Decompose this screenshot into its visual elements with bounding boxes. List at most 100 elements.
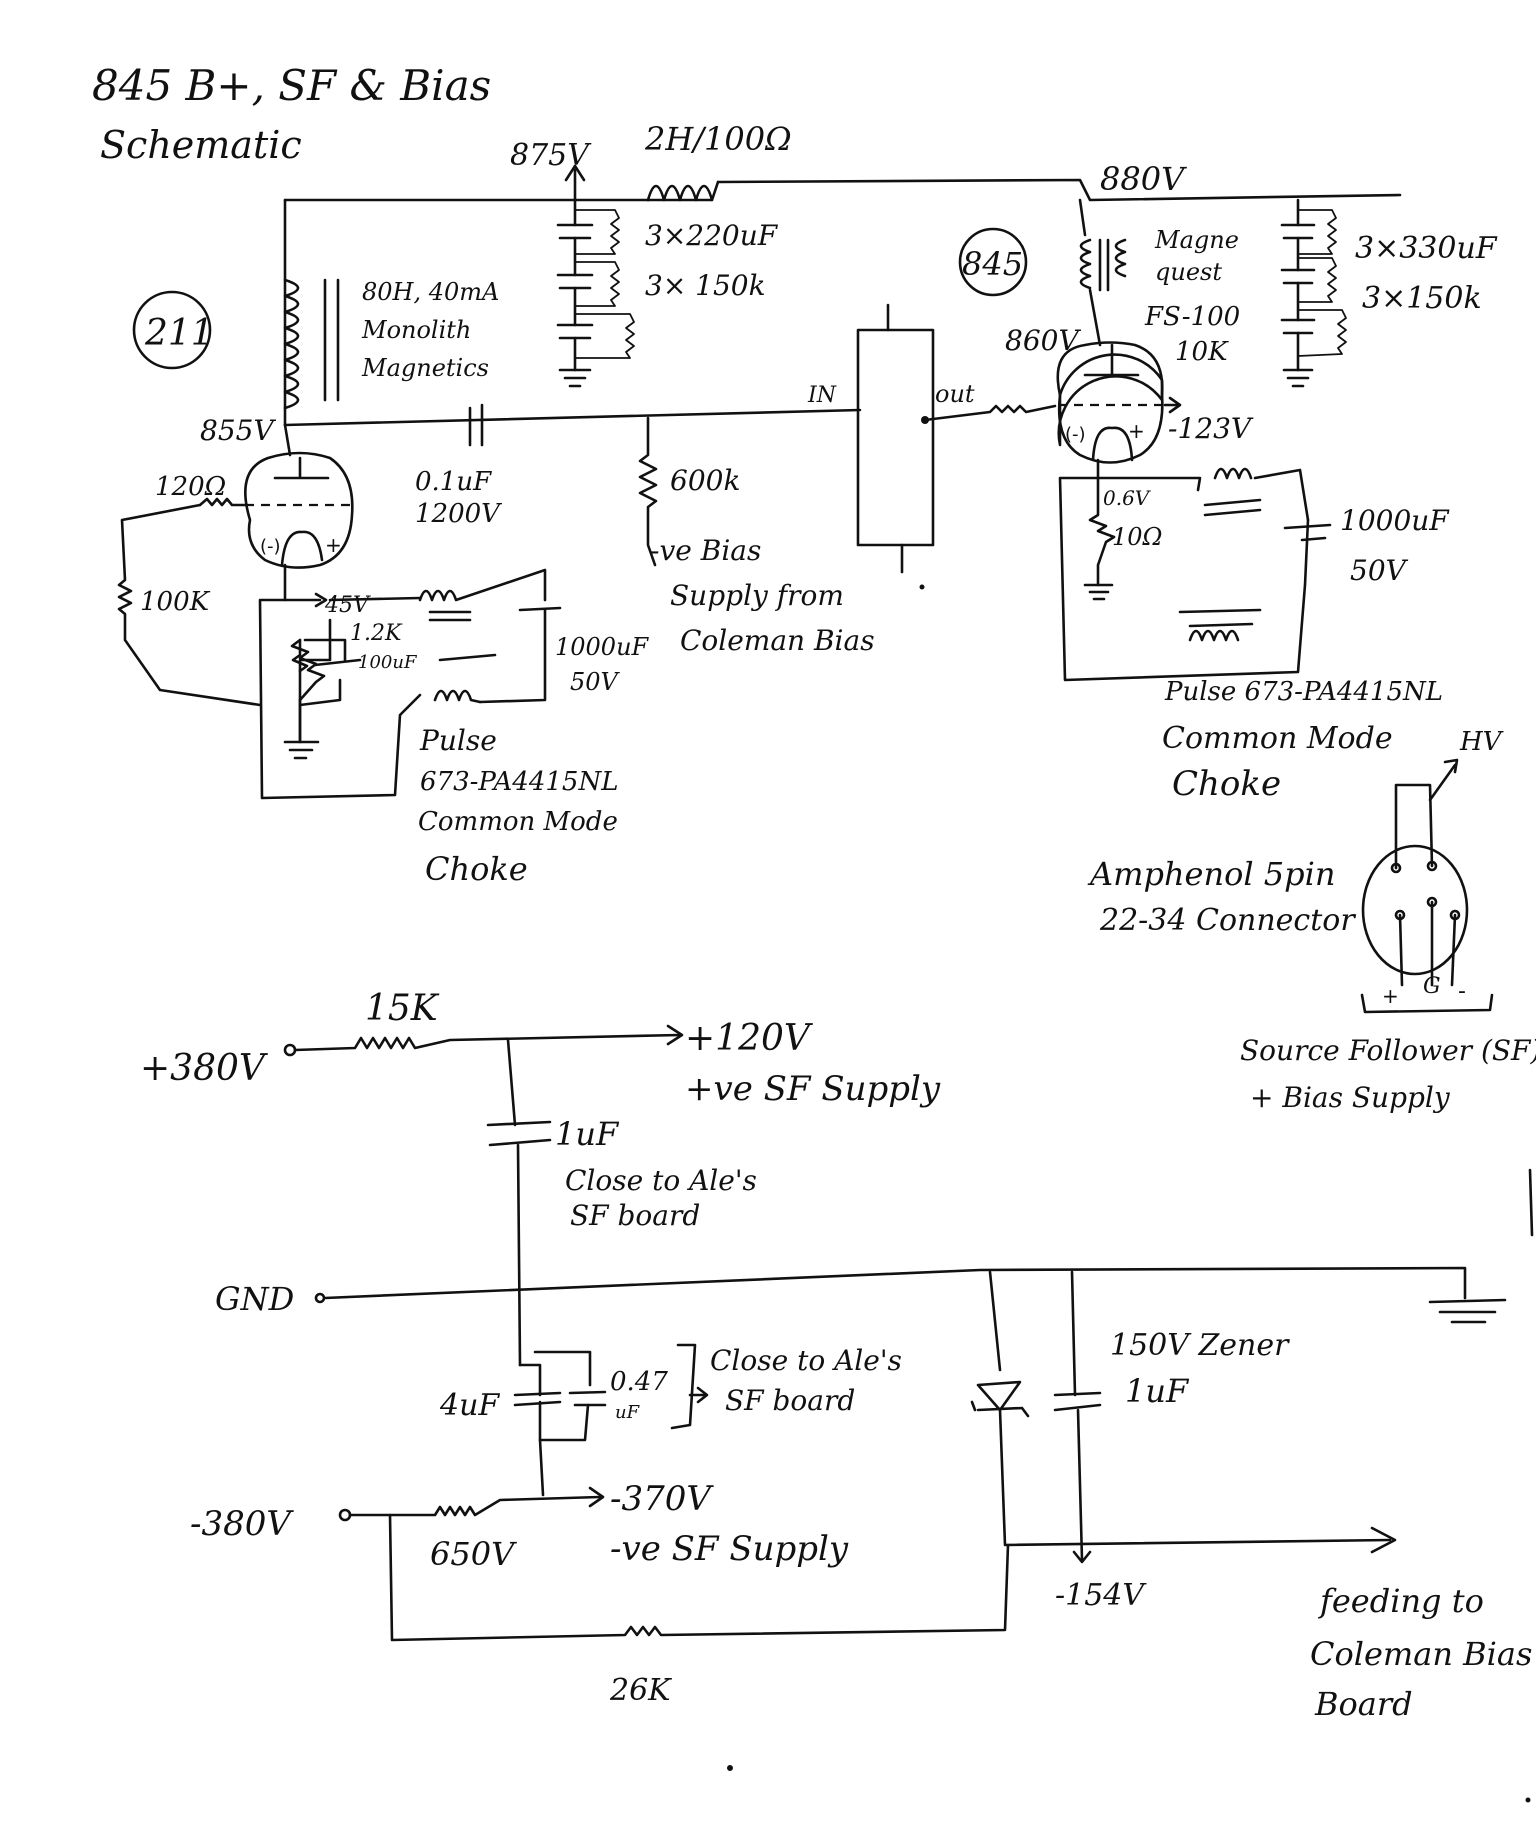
choke-2h	[646, 180, 720, 202]
title-line2: Schematic	[100, 123, 302, 167]
connector-label-l1: Amphenol 5pin	[1087, 855, 1335, 893]
tube-211-plus: +	[325, 533, 342, 557]
choke-80h-l1: 80H, 40mA	[362, 278, 499, 306]
bias-note-l2: Supply from	[670, 579, 844, 612]
feed-l3: Board	[1314, 1685, 1413, 1723]
sf-out-wire	[923, 404, 1057, 422]
out-tx-l2: quest	[1155, 258, 1222, 286]
plus120-label: +120V	[685, 1018, 814, 1059]
connector-desc-l2: + Bias Supply	[1250, 1081, 1451, 1114]
cap-4uf-047uf	[513, 1350, 607, 1497]
tube-211-marker	[132, 290, 212, 370]
node-860-label: 860V	[1005, 324, 1081, 357]
choke-2h-label: 2H/100Ω	[644, 120, 792, 158]
close-note1-l1: Close to Ale's	[565, 1164, 757, 1197]
cap-right-value: 3×330uF	[1355, 231, 1498, 266]
choke-845-l2: Common Mode	[1162, 721, 1393, 756]
grid-211-network	[117, 497, 262, 707]
out-tx-l3: FS-100	[1144, 302, 1240, 332]
cap-res-bank-right	[1280, 198, 1347, 388]
close-note2-l1: Close to Ale's	[710, 1344, 902, 1377]
res-left-value: 3× 150k	[645, 269, 766, 302]
connector-pin-minus: -	[1458, 979, 1466, 1004]
cathode-845-label: 0.6V	[1103, 486, 1152, 510]
cap-1uf-label: 1uF	[555, 1115, 620, 1153]
grid-845-label: -123V	[1168, 412, 1254, 445]
cap-211-l2: 50V	[570, 668, 621, 696]
choke-211-l4: Choke	[425, 850, 528, 888]
tube-845-symbol	[1056, 341, 1182, 480]
sf-out-label: out	[935, 380, 975, 408]
feed-l2: Coleman Bias	[1310, 1635, 1532, 1673]
minus370-label: -370V	[610, 1479, 714, 1519]
tube-845-minus: (-)	[1065, 424, 1086, 445]
tube-845-plus: +	[1128, 419, 1145, 443]
cathode-211-label: 45V	[324, 593, 371, 618]
connector-label-l2: 22-34 Connector	[1099, 903, 1356, 938]
feed-l1: feeding to	[1318, 1582, 1484, 1620]
out-tx-l1: Magne	[1154, 226, 1239, 254]
amphenol-connector	[1360, 758, 1494, 1014]
res-1k2-label: 1.2K	[350, 621, 403, 646]
choke-80h	[283, 278, 340, 410]
tube-845-label: 845	[962, 245, 1023, 283]
cap-047-l1: 0.47	[610, 1367, 668, 1397]
coupling-cap	[468, 403, 484, 447]
res-600k	[638, 416, 658, 567]
cap-047-l2: uF	[615, 1402, 641, 1423]
cap-100uf-label: 100uF	[358, 652, 418, 673]
close-note2-bracket	[670, 1343, 709, 1430]
gnd-label: GND	[215, 1280, 294, 1318]
choke-80h-l3: Magnetics	[361, 354, 489, 382]
res-10-label: 10Ω	[1112, 523, 1162, 551]
cap-4uf-label: 4uF	[439, 1388, 500, 1423]
res-26k-label: 26K	[609, 1673, 672, 1708]
tube-211-symbol	[244, 423, 354, 569]
title-line1: 845 B+, SF & Bias	[92, 61, 491, 110]
connector-desc-l1: Source Follower (SF)	[1240, 1034, 1536, 1067]
node-875-arrow	[564, 164, 586, 202]
cap-1uf	[486, 1038, 552, 1367]
cap-845-l2: 50V	[1350, 554, 1409, 587]
res-600k-label: 600k	[670, 464, 740, 497]
bias-note-l1: -ve Bias	[650, 534, 761, 567]
choke-211-l1: Pulse	[419, 724, 497, 757]
plus380-line	[283, 1024, 684, 1057]
choke-845-l1: Pulse 673-PA4415NL	[1164, 677, 1443, 707]
choke-80h-l2: Monolith	[361, 316, 471, 344]
zener-shunt	[970, 1270, 1397, 1564]
minus380-label: -380V	[190, 1504, 294, 1544]
node-855-label: 855V	[200, 414, 276, 447]
stray-dot	[727, 1765, 733, 1771]
plus380-label: +380V	[140, 1048, 269, 1089]
tube-211-minus: (-)	[260, 536, 281, 557]
node-880-label: 880V	[1100, 160, 1187, 198]
close-note1-l2: SF board	[570, 1199, 700, 1232]
cathode-845-network	[1058, 467, 1332, 682]
cap-845-l1: 1000uF	[1340, 504, 1450, 537]
choke-211-l3: Common Mode	[418, 807, 618, 837]
node-875-label: 875V	[510, 138, 592, 173]
close-note2-l2: SF board	[725, 1384, 855, 1417]
plus-sf-supply: +ve SF Supply	[685, 1069, 941, 1109]
tube-845-marker	[958, 227, 1028, 297]
sf-in-label: IN	[807, 383, 837, 408]
connector-hv: HV	[1459, 727, 1504, 757]
minus154-label: -154V	[1055, 1578, 1147, 1613]
output-transformer	[1078, 198, 1127, 347]
bias-note-l3: Coleman Bias	[680, 624, 875, 657]
cap-211-l1: 1000uF	[555, 633, 650, 661]
cap-left-value: 3×220uF	[645, 219, 779, 252]
zener-l2: 1uF	[1125, 1372, 1190, 1410]
choke-845-l3: Choke	[1172, 764, 1281, 804]
coupling-cap-l1: 0.1uF	[415, 467, 492, 497]
out-tx-l4: 10K	[1175, 337, 1229, 367]
connector-pin-plus: +	[1382, 984, 1399, 1008]
res-right-value: 3×150k	[1362, 281, 1482, 316]
res-120-label: 120Ω	[155, 472, 226, 502]
zener-l1: 150V Zener	[1110, 1328, 1290, 1363]
minus380-line	[338, 1486, 1010, 1642]
gnd-rail	[314, 1266, 1507, 1324]
cathode-211-network	[258, 563, 562, 800]
